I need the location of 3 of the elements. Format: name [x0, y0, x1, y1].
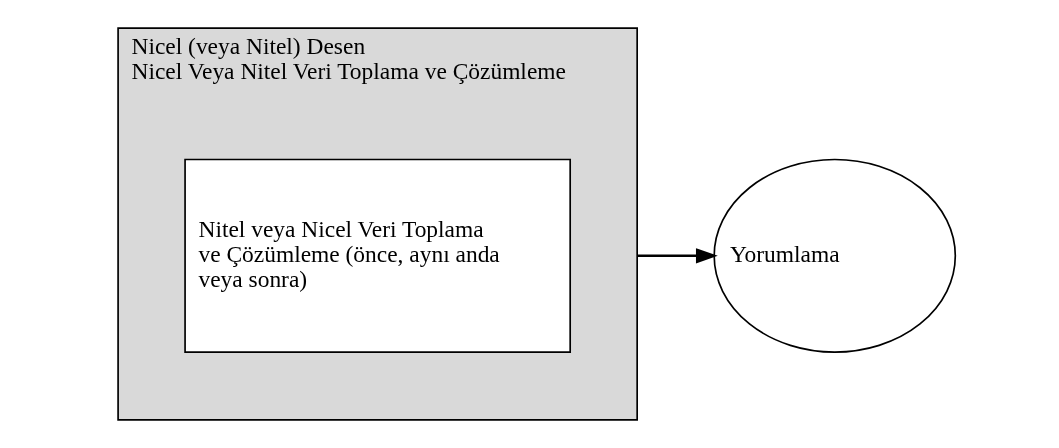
arrow: [636, 248, 718, 264]
node-box: Nitel veya Nicel Veri Toplama ve Çözümleme (önce, aynı anda veya sonra): [183, 158, 571, 353]
node-ellipse: Yorumlama: [712, 158, 956, 353]
